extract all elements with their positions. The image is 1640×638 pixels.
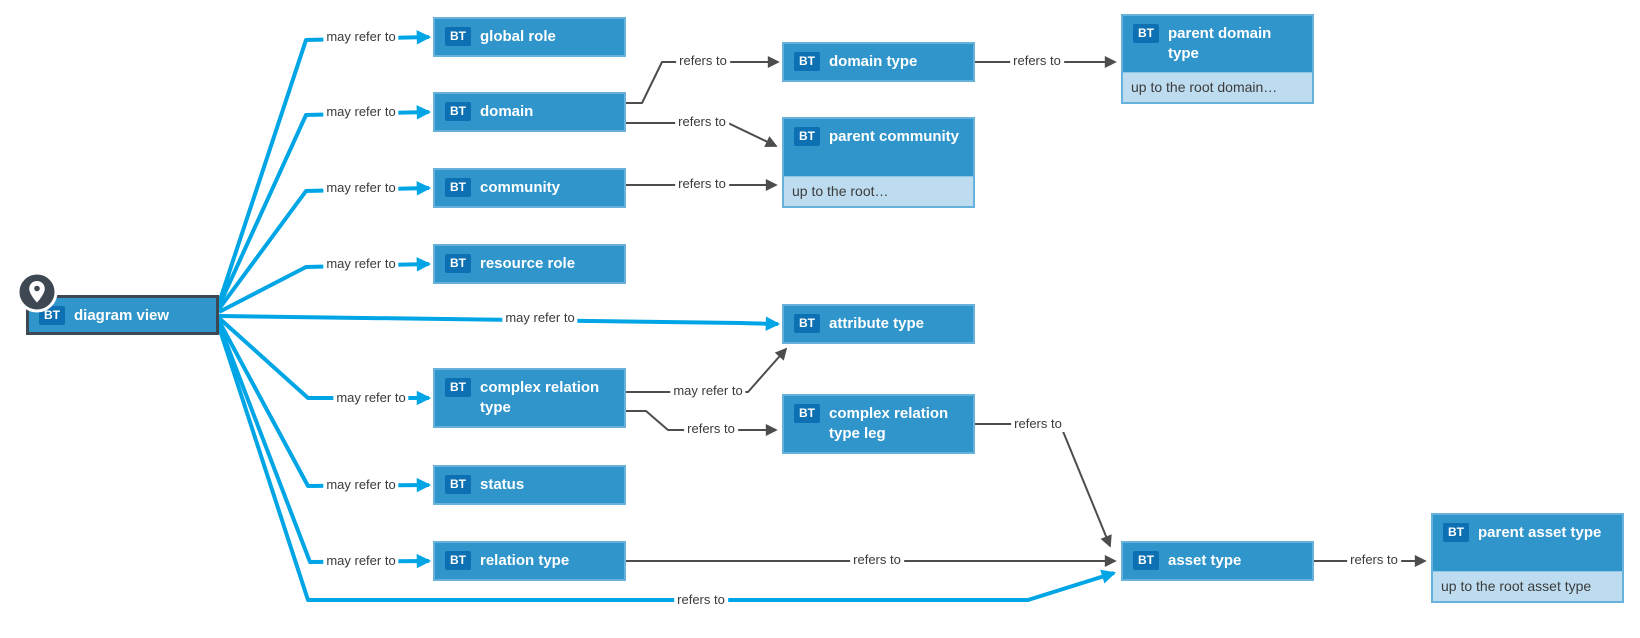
node-community[interactable]: BT community bbox=[433, 168, 626, 208]
node-complex-relation-type[interactable]: BT complex relation type bbox=[433, 368, 626, 428]
edge-label-crt-attribute-type: may refer to bbox=[670, 383, 746, 399]
node-head: BT global role bbox=[435, 19, 624, 55]
node-diagram-view[interactable]: BT diagram view bbox=[26, 295, 219, 335]
node-head: BT resource role bbox=[435, 246, 624, 282]
edge-dv-attribute-type[interactable] bbox=[218, 314, 781, 331]
edge-label-domain-domain-type: refers to bbox=[676, 53, 730, 69]
node-head: BT parent domain type bbox=[1123, 16, 1312, 72]
node-note: up to the root domain… bbox=[1123, 72, 1312, 102]
edge-label-community-parent-community: refers to bbox=[675, 176, 729, 192]
node-head: BT parent community bbox=[784, 119, 973, 176]
edge-dv-complex-relation-type[interactable] bbox=[217, 316, 432, 406]
edge-label-dv-relation-type: may refer to bbox=[323, 553, 399, 569]
node-note: up to the root asset type bbox=[1433, 571, 1622, 601]
bt-badge: BT bbox=[794, 404, 820, 423]
node-status[interactable]: BT status bbox=[433, 465, 626, 505]
node-label: attribute type bbox=[829, 315, 925, 332]
node-head: BT complex relation type leg bbox=[784, 396, 973, 452]
bt-badge: BT bbox=[445, 551, 471, 570]
node-label: community bbox=[480, 179, 561, 196]
node-label: complex relation type leg bbox=[829, 405, 949, 442]
node-note: up to the root… bbox=[784, 176, 973, 206]
edge-label-asset-type-parent-asset-type: refers to bbox=[1347, 552, 1401, 568]
node-global-role[interactable]: BT global role bbox=[433, 17, 626, 57]
node-domain[interactable]: BT domain bbox=[433, 92, 626, 132]
node-relation-type[interactable]: BT relation type bbox=[433, 541, 626, 581]
edge-dv-asset-type[interactable] bbox=[217, 326, 1117, 602]
edge-label-relation-type-asset-type: refers to bbox=[850, 552, 904, 568]
node-label: relation type bbox=[480, 552, 570, 569]
edge-label-dv-resource-role: may refer to bbox=[323, 256, 399, 272]
node-label: parent community bbox=[829, 128, 960, 145]
bt-badge: BT bbox=[445, 254, 471, 273]
node-resource-role[interactable]: BT resource role bbox=[433, 244, 626, 284]
edge-label-dv-status: may refer to bbox=[323, 477, 399, 493]
edge-label-leg-asset-type: refers to bbox=[1011, 416, 1065, 432]
bt-badge: BT bbox=[794, 127, 820, 146]
bt-badge: BT bbox=[1133, 551, 1159, 570]
node-parent-domain-type[interactable]: BT parent domain type up to the root domai… bbox=[1121, 14, 1314, 104]
node-attribute-type[interactable]: BT attribute type bbox=[782, 304, 975, 344]
edge-label-dv-global-role: may refer to bbox=[323, 29, 399, 45]
edge-label-crt-leg: refers to bbox=[684, 421, 738, 437]
bt-badge: BT bbox=[445, 102, 471, 121]
node-head: BT diagram view bbox=[29, 298, 216, 332]
node-head: BT complex relation type bbox=[435, 370, 624, 426]
node-label: diagram view bbox=[74, 307, 170, 324]
edge-leg-asset-type[interactable] bbox=[975, 423, 1112, 548]
node-complex-relation-type-leg[interactable]: BT complex relation type leg bbox=[782, 394, 975, 454]
node-label: resource role bbox=[480, 255, 576, 272]
edge-label-dv-domain: may refer to bbox=[323, 104, 399, 120]
edge-label-domain-parent-community: refers to bbox=[675, 114, 729, 130]
node-head: BT community bbox=[435, 170, 624, 206]
bt-badge: BT bbox=[794, 314, 820, 333]
edge-label-dv-complex-relation-type: may refer to bbox=[333, 390, 409, 406]
node-label: status bbox=[480, 476, 525, 493]
node-head: BT domain bbox=[435, 94, 624, 130]
node-domain-type[interactable]: BT domain type bbox=[782, 42, 975, 82]
bt-badge: BT bbox=[445, 178, 471, 197]
node-label: global role bbox=[480, 28, 556, 45]
edge-label-domain-type-parent-domain-type: refers to bbox=[1010, 53, 1064, 69]
bt-badge: BT bbox=[39, 306, 65, 325]
node-label: asset type bbox=[1168, 552, 1242, 569]
node-head: BT domain type bbox=[784, 44, 973, 80]
bt-badge: BT bbox=[445, 378, 471, 397]
bt-badge: BT bbox=[794, 52, 820, 71]
node-head: BT parent asset type bbox=[1433, 515, 1622, 571]
node-parent-asset-type[interactable]: BT parent asset type up to the root asset … bbox=[1431, 513, 1624, 603]
edge-label-dv-asset-type: refers to bbox=[674, 592, 728, 608]
node-head: BT asset type bbox=[1123, 543, 1312, 579]
location-pin-icon bbox=[16, 271, 58, 313]
node-label: parent domain type bbox=[1168, 25, 1272, 62]
edge-crt-attribute-type[interactable] bbox=[626, 347, 788, 393]
node-asset-type[interactable]: BT asset type bbox=[1121, 541, 1314, 581]
node-label: parent asset type bbox=[1478, 524, 1602, 541]
edge-dv-relation-type[interactable] bbox=[217, 323, 432, 569]
node-parent-community[interactable]: BT parent community up to the root… bbox=[782, 117, 975, 208]
node-label: complex relation type bbox=[480, 379, 600, 416]
edge-label-dv-community: may refer to bbox=[323, 180, 399, 196]
node-head: BT attribute type bbox=[784, 306, 973, 342]
edge-label-dv-attribute-type: may refer to bbox=[502, 310, 578, 326]
bt-badge: BT bbox=[445, 27, 471, 46]
node-head: BT relation type bbox=[435, 543, 624, 579]
node-label: domain bbox=[480, 103, 534, 120]
node-label: domain type bbox=[829, 53, 918, 70]
bt-badge: BT bbox=[1133, 24, 1159, 43]
bt-badge: BT bbox=[445, 475, 471, 494]
node-head: BT status bbox=[435, 467, 624, 503]
bt-badge: BT bbox=[1443, 523, 1469, 542]
